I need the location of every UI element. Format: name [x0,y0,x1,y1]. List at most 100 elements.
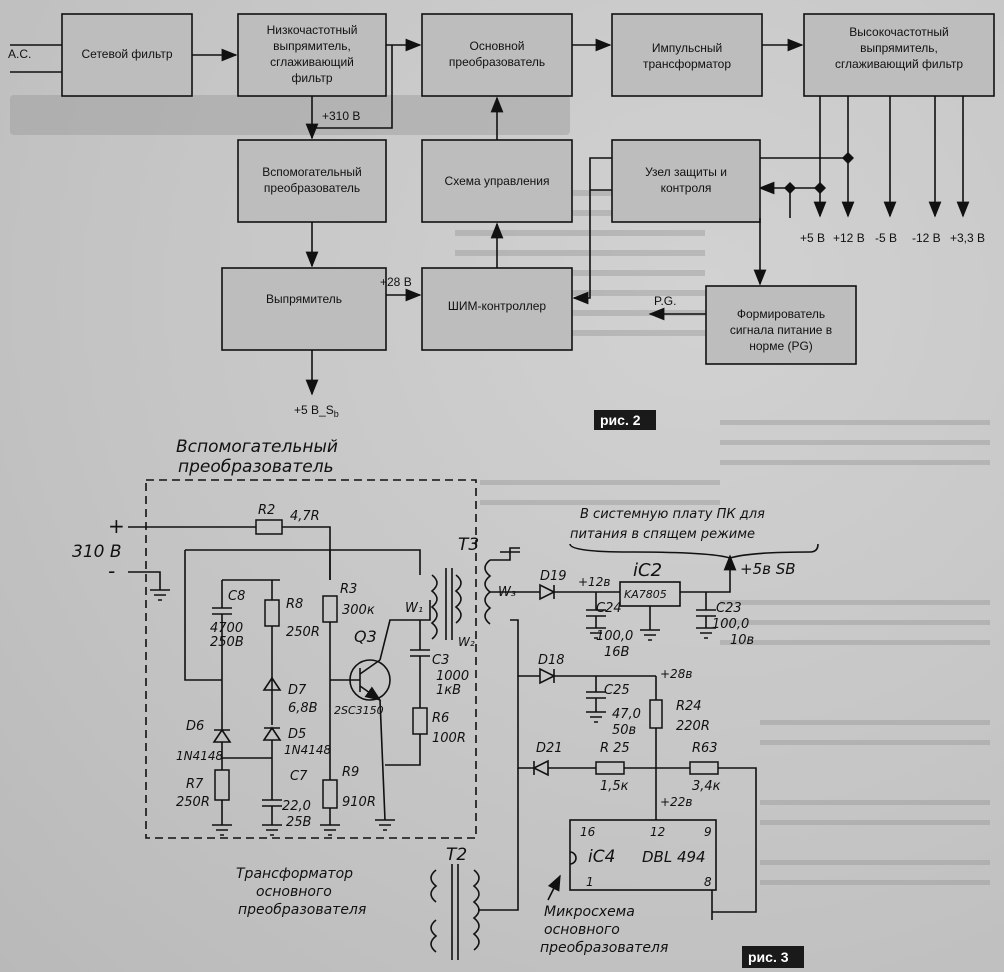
block-hf-line3: сглаживающий фильтр [835,57,963,71]
schematic-title-line1: Вспомогательный [176,437,338,457]
value-c23-2: 10в [730,633,754,648]
label-r25: R 25 [600,741,630,756]
block-tr-line1: Импульсный [652,41,722,55]
value-c8-1: 4700 [210,621,243,636]
output-rails: +5 В +12 В -5 В -12 В +3,3 В [589,96,985,245]
value-c24-1: 100,0 [596,629,633,644]
label-28v: +28в [660,667,692,681]
label-r63: R63 [692,741,718,756]
block-hf-rectifier: Высокочастотный выпрямитель, сглаживающи… [803,13,995,97]
block-main-line1: Основной [469,39,524,53]
value-r3: 300к [342,603,375,618]
value-d6: 1N4148 [176,749,224,763]
value-r9: 910R [342,795,376,810]
label-r9: R9 [342,765,359,780]
ac-input-label: A.C. [8,47,31,61]
label-22v: +22в [660,795,692,809]
block-lf-line3: сглаживающий [270,55,354,69]
output-5v: +5 В [800,231,825,245]
block-protect-line1: Узел защиты и [645,165,727,179]
note-line2: питания в спящем режиме [570,527,755,542]
label-r3: R3 [340,582,357,597]
block-rectifier: Выпрямитель [221,267,387,351]
figure-2-block-diagram: A.C. Сетевой фильтр Низкочастотный выпря… [8,13,995,430]
ic4-label-line3: преобразователя [540,940,668,956]
ground-input [150,589,170,601]
block-lf-rectifier: Низкочастотный выпрямитель, сглаживающий… [237,13,387,97]
label-r7: R7 [186,777,204,792]
block-pg-line3: норме (PG) [749,339,813,353]
value-c25-2: 50в [612,723,636,738]
resistor-r8 [264,599,280,627]
value-d5: 1N4148 [284,743,332,757]
value-r25: 1,5к [600,779,629,794]
block-control: Схема управления [421,139,573,223]
transformer-t3 [430,559,492,640]
label-w2: W₂ [458,635,475,649]
value-r2: 4,7R [290,509,320,524]
label-ic4: iC4 [588,847,615,867]
block-tr-line2: трансформатор [643,57,731,71]
value-c24-2: 16В [604,645,630,660]
input-310v: 310 В [72,542,122,562]
resistor-r2 [255,519,283,535]
value-c3-1: 1000 [436,669,469,684]
pin-8: 8 [704,875,712,889]
pin-12: 12 [650,825,665,839]
value-c3-2: 1кВ [436,683,461,698]
block-lf-line2: выпрямитель, [273,39,351,53]
label-d21: D21 [536,741,563,756]
block-aux-converter: Вспомогательный преобразователь [237,139,387,223]
block-pwm-text: ШИМ-контроллер [448,299,547,313]
value-ic2: KA7805 [624,588,667,601]
line-310v-bus [312,45,393,129]
block-protect-line2: контроля [661,181,712,195]
label-t3: T3 [458,535,479,555]
ic4-label-line1: Микросхема [544,904,635,920]
controller-ic4 [569,819,717,891]
label-310v: +310 В [322,109,360,123]
note-line1: В системную плату ПК для [580,507,765,522]
value-c7-2: 25В [286,815,312,830]
plus-sign: + [108,514,125,538]
fig3-caption-box [742,946,804,968]
value-r6: 100R [432,731,466,746]
value-d7: 6,8В [288,701,318,716]
minus-sign: - [108,559,115,583]
value-c25-1: 47,0 [612,707,641,722]
figure-3-schematic: Вспомогательный преобразователь + - 310 … [72,437,819,968]
label-c7: C7 [290,769,308,784]
block-pg-line1: Формирователь [737,307,825,321]
block-rect-text: Выпрямитель [266,292,342,306]
label-d19: D19 [540,569,567,584]
note-brace [569,543,819,559]
label-d6: D6 [186,719,204,734]
resistor-r25 [595,761,625,775]
label-12v: +12в [578,575,610,589]
label-r24: R24 [676,699,702,714]
block-lf-line1: Низкочастотный [267,23,358,37]
label-r8: R8 [286,597,303,612]
label-w1: W₁ [405,601,423,616]
aux-converter-boundary [145,479,477,839]
block-aux-line2: преобразователь [264,181,360,195]
value-r8: 250R [286,625,320,640]
label-d7: D7 [288,683,307,698]
output-3v3: +3,3 В [950,231,985,245]
resistor-r9 [322,779,338,809]
fig2-caption-box [594,410,656,430]
value-q3: 2SC3150 [334,704,384,717]
block-aux-line1: Вспомогательный [262,165,361,179]
block-main-converter: Основной преобразователь [421,13,573,97]
arrow-protect-to-pwm [572,190,591,305]
block-main-line2: преобразователь [449,55,545,69]
label-d5: D5 [288,727,306,742]
pin-9: 9 [704,825,712,839]
value-c23-1: 100,0 [712,617,749,632]
label-q3: Q3 [354,627,377,646]
label-r6: R6 [432,711,449,726]
value-c7-1: 22,0 [282,799,311,814]
label-5vsb-out: +5в SB [740,560,796,578]
resistor-r6 [412,707,428,735]
